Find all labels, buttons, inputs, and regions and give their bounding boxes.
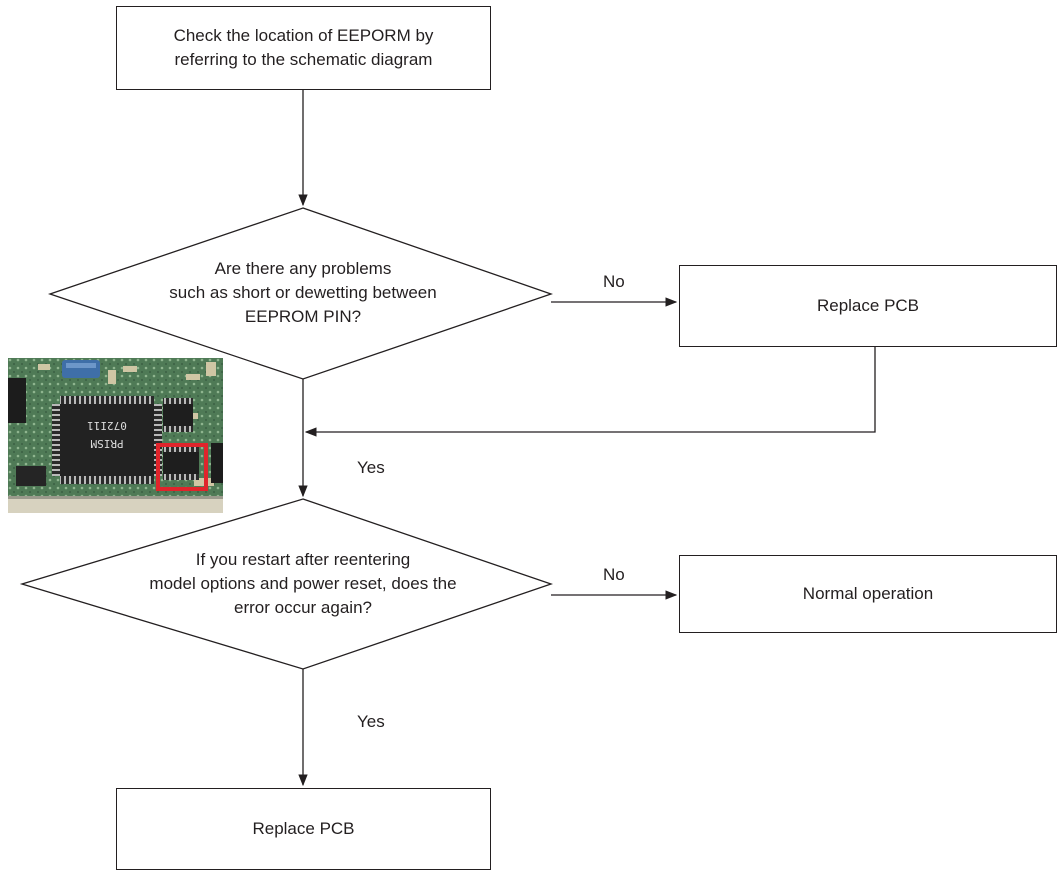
eeprom-chip: [163, 452, 199, 474]
decision1-no-label: No: [603, 272, 625, 291]
replace-pcb-box-1: Replace PCB: [679, 265, 1057, 347]
pcb-photo: 072I11 PRISM: [8, 358, 223, 513]
decision2-no-label: No: [603, 565, 625, 584]
decision2-line2: model options and power reset, does the: [149, 574, 457, 593]
main-chip: [60, 404, 154, 476]
start-box-line1: Check the location of EEPORM by: [173, 26, 434, 45]
decision1-line3: EEPROM PIN?: [244, 307, 362, 326]
replace-pcb-label-1: Replace PCB: [816, 296, 920, 315]
decision1-line1: Are there any problems: [214, 259, 392, 278]
replace-pcb-label-2: Replace PCB: [252, 819, 355, 838]
replace-pcb-box-2: Replace PCB: [116, 788, 491, 870]
arrow-return-from-replace: [304, 346, 876, 437]
decision1-yes-label: Yes: [357, 458, 385, 477]
chip-marking-1: 072I11: [87, 419, 127, 432]
normal-operation-box: Normal operation: [679, 555, 1057, 633]
decision1-line2: such as short or dewetting between: [169, 283, 437, 302]
normal-operation-label: Normal operation: [802, 584, 934, 603]
decision2-line3: error occur again?: [234, 598, 372, 617]
chip-marking-2: PRISM: [90, 437, 123, 450]
decision2-text: If you restart after reentering model op…: [110, 548, 496, 620]
decision2-yes-label: Yes: [357, 712, 385, 731]
start-box-line2: referring to the schematic diagram: [174, 50, 433, 69]
eeprom-highlight-box: [156, 443, 208, 491]
decision2-line1: If you restart after reentering: [195, 550, 411, 569]
start-box: Check the location of EEPORM by referrin…: [116, 6, 491, 90]
decision1-text: Are there any problems such as short or …: [140, 257, 466, 329]
